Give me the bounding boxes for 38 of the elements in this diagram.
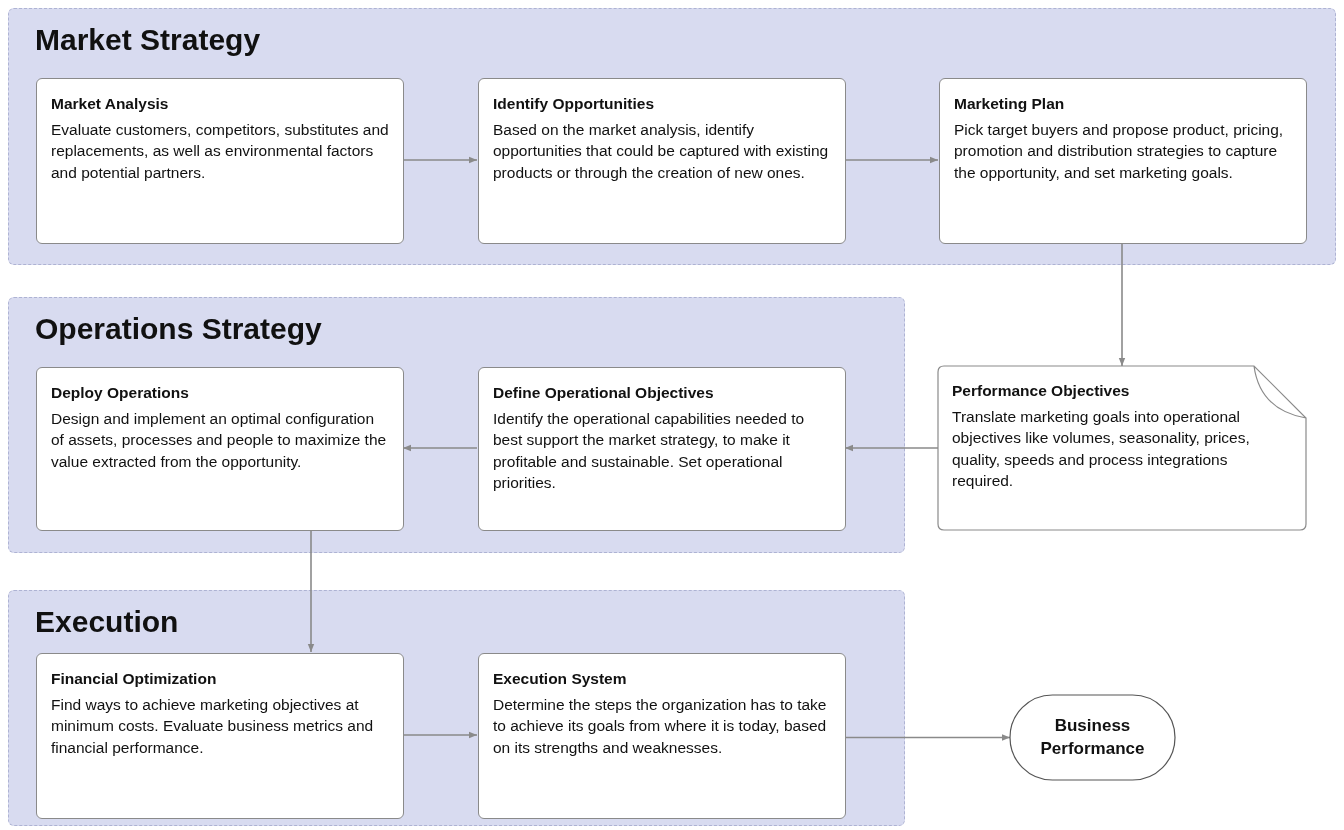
arrow: [307, 529, 315, 653]
arrow: [844, 734, 1011, 741]
box-heading: Performance Objectives: [952, 382, 1131, 400]
terminal-label: Business Performance: [1039, 715, 1146, 760]
box-description: Find ways to achieve marketing objectives at minimum costs. Evaluate business metrics and financial performance.: [51, 695, 375, 758]
box-description: Determine the steps the organization has to take to achieve its goals from where it is today, based on its strengths and weaknesses.: [493, 695, 828, 758]
group-band: [8, 590, 905, 826]
box-heading: Financial Optimization: [51, 670, 218, 688]
group-band: [8, 297, 905, 553]
process-box: [36, 367, 404, 531]
box-heading: Identify Opportunities: [493, 95, 656, 113]
box-description: Evaluate customers, competitors, substitutes and replacements, as well as environmental factors and potential partners.: [51, 120, 389, 183]
box-description: Identify the operational capabilities needed to best support the market strategy, to make it profitable and sustainable. Set operational priorities.: [493, 409, 806, 494]
process-box: [478, 78, 846, 244]
box-description: Translate marketing goals into operational objectives like volumes, seasonality, prices, quality, speeds and process integrations required.: [952, 407, 1251, 492]
box-description: Pick target buyers and propose product, pricing, promotion and distribution strategies to capture the opportunity, and set marketing goals.: [954, 120, 1285, 183]
process-box: [478, 367, 846, 531]
process-box: [939, 78, 1307, 244]
box-heading: Market Analysis: [51, 95, 170, 113]
group-title: Operations Strategy: [35, 312, 322, 346]
arrow: [844, 444, 939, 452]
box-heading: Define Operational Objectives: [493, 384, 715, 402]
arrow: [402, 444, 478, 452]
process-box: [36, 653, 404, 819]
arrow: [402, 156, 478, 164]
box-description: Based on the market analysis, identify opportunities that could be captured with existing products or through the creation of new ones.: [493, 120, 830, 183]
process-box: [478, 653, 846, 819]
process-box: [36, 78, 404, 244]
arrow: [402, 731, 478, 739]
arrow: [1118, 242, 1126, 367]
group-title: Market Strategy: [35, 23, 261, 57]
box-heading: Execution System: [493, 670, 628, 688]
group-title: Execution: [35, 605, 179, 639]
arrow: [844, 156, 939, 164]
box-description: Design and implement an optimal configuration of assets, processes and people to maximize the value extracted from the opportunity.: [51, 409, 388, 472]
group-band: [8, 8, 1336, 265]
box-heading: Deploy Operations: [51, 384, 190, 402]
box-heading: Marketing Plan: [954, 95, 1066, 113]
